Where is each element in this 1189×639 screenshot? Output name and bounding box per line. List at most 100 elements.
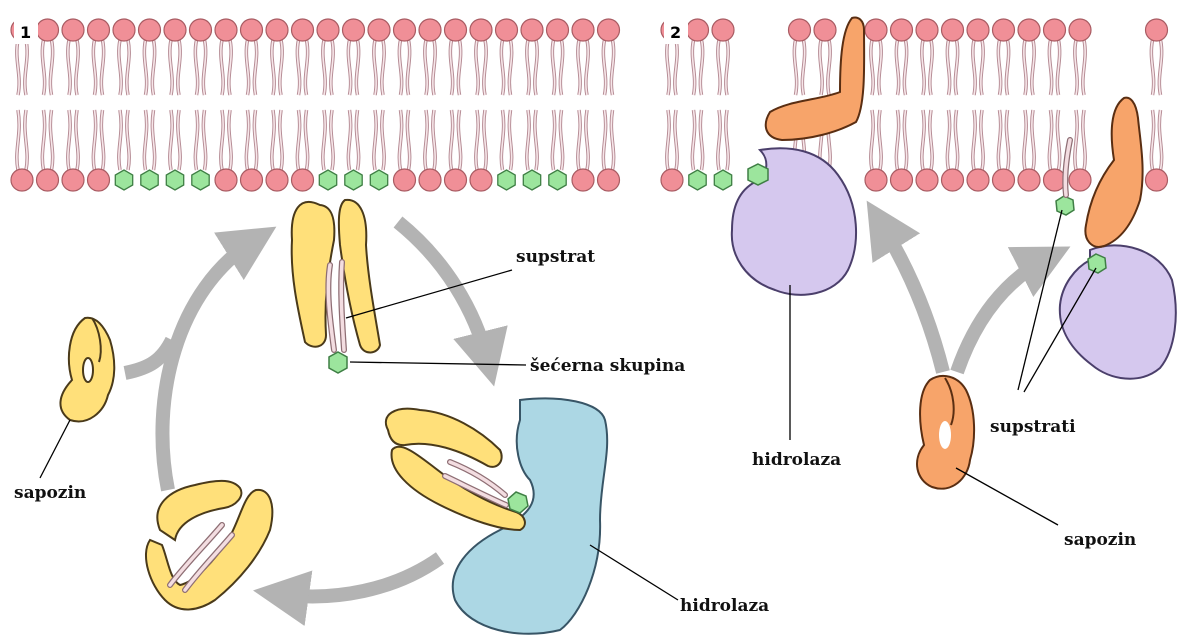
lipid-head [993,19,1015,41]
panel-1-number-box: 1 [14,18,38,44]
lipid-head [266,19,288,41]
lipid-head [62,19,84,41]
lipid-head [687,19,709,41]
lipid-head [445,19,467,41]
lipid-head [470,19,492,41]
lipid-head [343,19,365,41]
lipid-head [1146,169,1168,191]
lipid-head [164,19,186,41]
sugar-hexagon [192,170,209,190]
sugar-hexagon [523,170,540,190]
lipid-head [470,169,492,191]
hydrolase-purple-right [1060,245,1176,378]
label-saposin-2: sapozin [1064,530,1136,550]
lipid-head [1069,169,1091,191]
lipid-head [266,169,288,191]
label-hydrolase-2: hidrolaza [752,450,841,470]
lipid-head [865,169,887,191]
lipid-head [789,19,811,41]
arrow-up-to-membrane [162,240,255,490]
lipid-head [190,19,212,41]
lipid-head [1018,19,1040,41]
lipid-head [572,19,594,41]
lipid-head [521,19,543,41]
lipid-head [891,169,913,191]
lipid-head [496,19,518,41]
lipid-head [572,169,594,191]
lipid-head [394,169,416,191]
label-sugar-group: šećerna skupina [530,356,685,376]
lipid-head [394,19,416,41]
lipid-head [37,19,59,41]
lipid-head [547,19,569,41]
lipid-head [993,169,1015,191]
saposin-releasing [146,481,272,610]
lipid-head [598,19,620,41]
lipid-head [916,169,938,191]
sugar-hexagon [115,170,132,190]
lipid-head [942,169,964,191]
lipid-head [292,19,314,41]
lipid-head [11,169,33,191]
label-saposin-1: sapozin [14,483,86,503]
lipid-head [598,169,620,191]
arrow-bottom [278,558,440,596]
lipid-head [916,19,938,41]
sugar-group-hexagon [329,352,347,373]
sugar-hexagon [141,170,158,190]
lipid-head [661,169,683,191]
lipid-head [891,19,913,41]
sugar-hexagon [689,170,706,190]
lipid-head [712,19,734,41]
sugar-hexagon [498,170,515,190]
lipid-head [88,19,110,41]
hydrolase-purple-left [732,148,856,295]
sugar-hexagon [166,170,183,190]
saposin-in-membrane [766,18,864,141]
lipid-head [241,19,263,41]
sugar-hexagon [319,170,336,190]
lipid-head [1018,169,1040,191]
lipid-head [215,19,237,41]
saposin-free [60,318,114,422]
label-substrates: supstrati [990,417,1076,437]
sugar-hexagon [549,170,566,190]
lipid-head [419,19,441,41]
lipid-head [814,19,836,41]
panel-2-number-box: 2 [664,18,688,44]
lipid-bilayer-panel-2 [661,19,1168,191]
lipid-head [113,19,135,41]
lipid-head [1146,19,1168,41]
lipid-head [215,169,237,191]
lipid-head [419,169,441,191]
lipid-head [1069,19,1091,41]
lipid-head [1044,19,1066,41]
label-substrate: supstrat [516,247,595,267]
sugar-hexagon [345,170,362,190]
lipid-head [967,169,989,191]
lipid-bilayer-panel-1 [11,19,620,191]
sugar-hexagon [714,170,731,190]
lipid-head [1044,169,1066,191]
lipid-head [942,19,964,41]
panel-2-arrows [880,222,1048,372]
sugar-hexagon [370,170,387,190]
saposin-delivering-substrate [386,409,528,530]
lipid-head [139,19,161,41]
lipid-head [865,19,887,41]
panel-1-number: 1 [20,23,31,42]
lipid-head [37,169,59,191]
lipid-head [292,169,314,191]
arrow-to-hydrolase [398,222,488,362]
lipid-head [368,19,390,41]
saposin-orange-free [917,376,974,489]
lipid-head [967,19,989,41]
lipid-head [317,19,339,41]
lipid-head [445,169,467,191]
lipid-head [62,169,84,191]
saposin-extracting-substrate [292,200,380,373]
lipid-head [88,169,110,191]
label-hydrolase-1: hidrolaza [680,596,769,616]
panel-2-number: 2 [670,23,681,42]
